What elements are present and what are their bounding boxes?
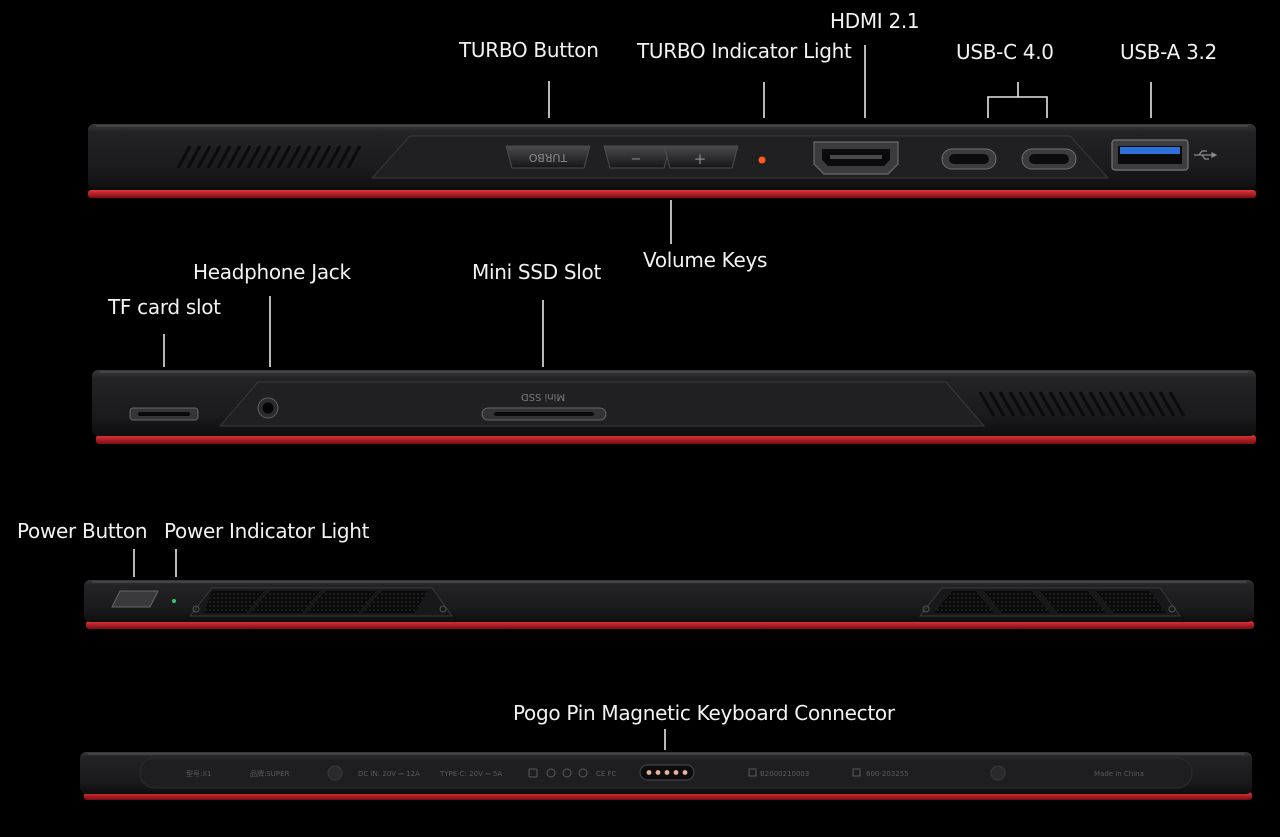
raised-panel <box>218 381 986 427</box>
brand-print: 品牌:SUPER <box>250 769 290 778</box>
power-indicator-light <box>172 599 176 603</box>
pogo-pin-connector[interactable] <box>639 764 695 781</box>
red-accent-strip <box>88 190 1256 198</box>
label-volume-keys: Volume Keys <box>643 248 768 272</box>
code-2-print: 600-203255 <box>866 770 909 778</box>
made-in-print: Made in China <box>1094 770 1144 778</box>
usb-c-port-1[interactable] <box>941 148 997 170</box>
screw-hole-icon <box>990 765 1006 781</box>
device-top-edge-view: TURBO − + <box>88 124 1256 198</box>
turbo-button[interactable]: TURBO <box>505 145 591 169</box>
turbo-indicator-light <box>758 156 766 164</box>
device-back-edge-view: 型号:X1 品牌:SUPER DC IN: 20V ⎓ 12A TYPE-C: … <box>80 752 1252 800</box>
label-tf-card: TF card slot <box>108 295 221 319</box>
red-accent-strip <box>86 621 1254 629</box>
type-c-print: TYPE-C: 20V ⎓ 5A <box>439 770 502 778</box>
label-mini-ssd: Mini SSD Slot <box>472 260 601 284</box>
device-bottom-edge-view <box>84 580 1254 629</box>
plus-key-print: + <box>694 150 707 168</box>
certification-icons <box>528 768 588 778</box>
cert-print: CE FC <box>596 770 617 778</box>
cooling-grille-right <box>918 587 1181 617</box>
model-print: 型号:X1 <box>186 769 212 778</box>
screw-hole-icon <box>327 765 343 781</box>
label-power-indicator: Power Indicator Light <box>164 519 370 543</box>
red-accent-strip <box>96 435 1256 444</box>
raised-panel <box>370 135 1110 179</box>
label-turbo-button: TURBO Button <box>459 38 599 62</box>
vent-slits <box>176 145 362 169</box>
volume-up-button[interactable]: + <box>663 145 739 169</box>
usb-c-port-2[interactable] <box>1021 148 1077 170</box>
label-pogo-pin: Pogo Pin Magnetic Keyboard Connector <box>513 701 895 725</box>
device-side-edge-view: Mini SSD <box>92 370 1256 444</box>
dc-in-print: DC IN: 20V ⎓ 12A <box>358 770 420 778</box>
leader-lines <box>133 45 1152 750</box>
volume-down-button[interactable]: − <box>603 145 671 169</box>
turbo-key-print: TURBO <box>528 151 568 164</box>
mini-ssd-print: Mini SSD <box>521 391 565 402</box>
label-usb-c: USB-C 4.0 <box>956 40 1054 64</box>
label-usb-a: USB-A 3.2 <box>1120 40 1217 64</box>
vent-slits <box>978 391 1186 417</box>
power-button[interactable] <box>111 590 159 608</box>
minus-key-print: − <box>631 152 642 167</box>
label-hdmi: HDMI 2.1 <box>830 9 920 33</box>
cooling-grille-left <box>188 587 453 617</box>
label-power-button: Power Button <box>17 519 148 543</box>
label-turbo-indicator: TURBO Indicator Light <box>637 39 852 63</box>
hdmi-port[interactable] <box>813 141 899 175</box>
label-headphone-jack: Headphone Jack <box>193 260 351 284</box>
leader-usb-c <box>987 96 1048 118</box>
regulatory-print: 型号:X1 品牌:SUPER DC IN: 20V ⎓ 12A TYPE-C: … <box>186 765 1144 781</box>
code-1-print: B2000210003 <box>760 770 809 778</box>
usb-symbol-icon <box>1194 150 1218 160</box>
usb-a-port[interactable] <box>1111 139 1189 171</box>
